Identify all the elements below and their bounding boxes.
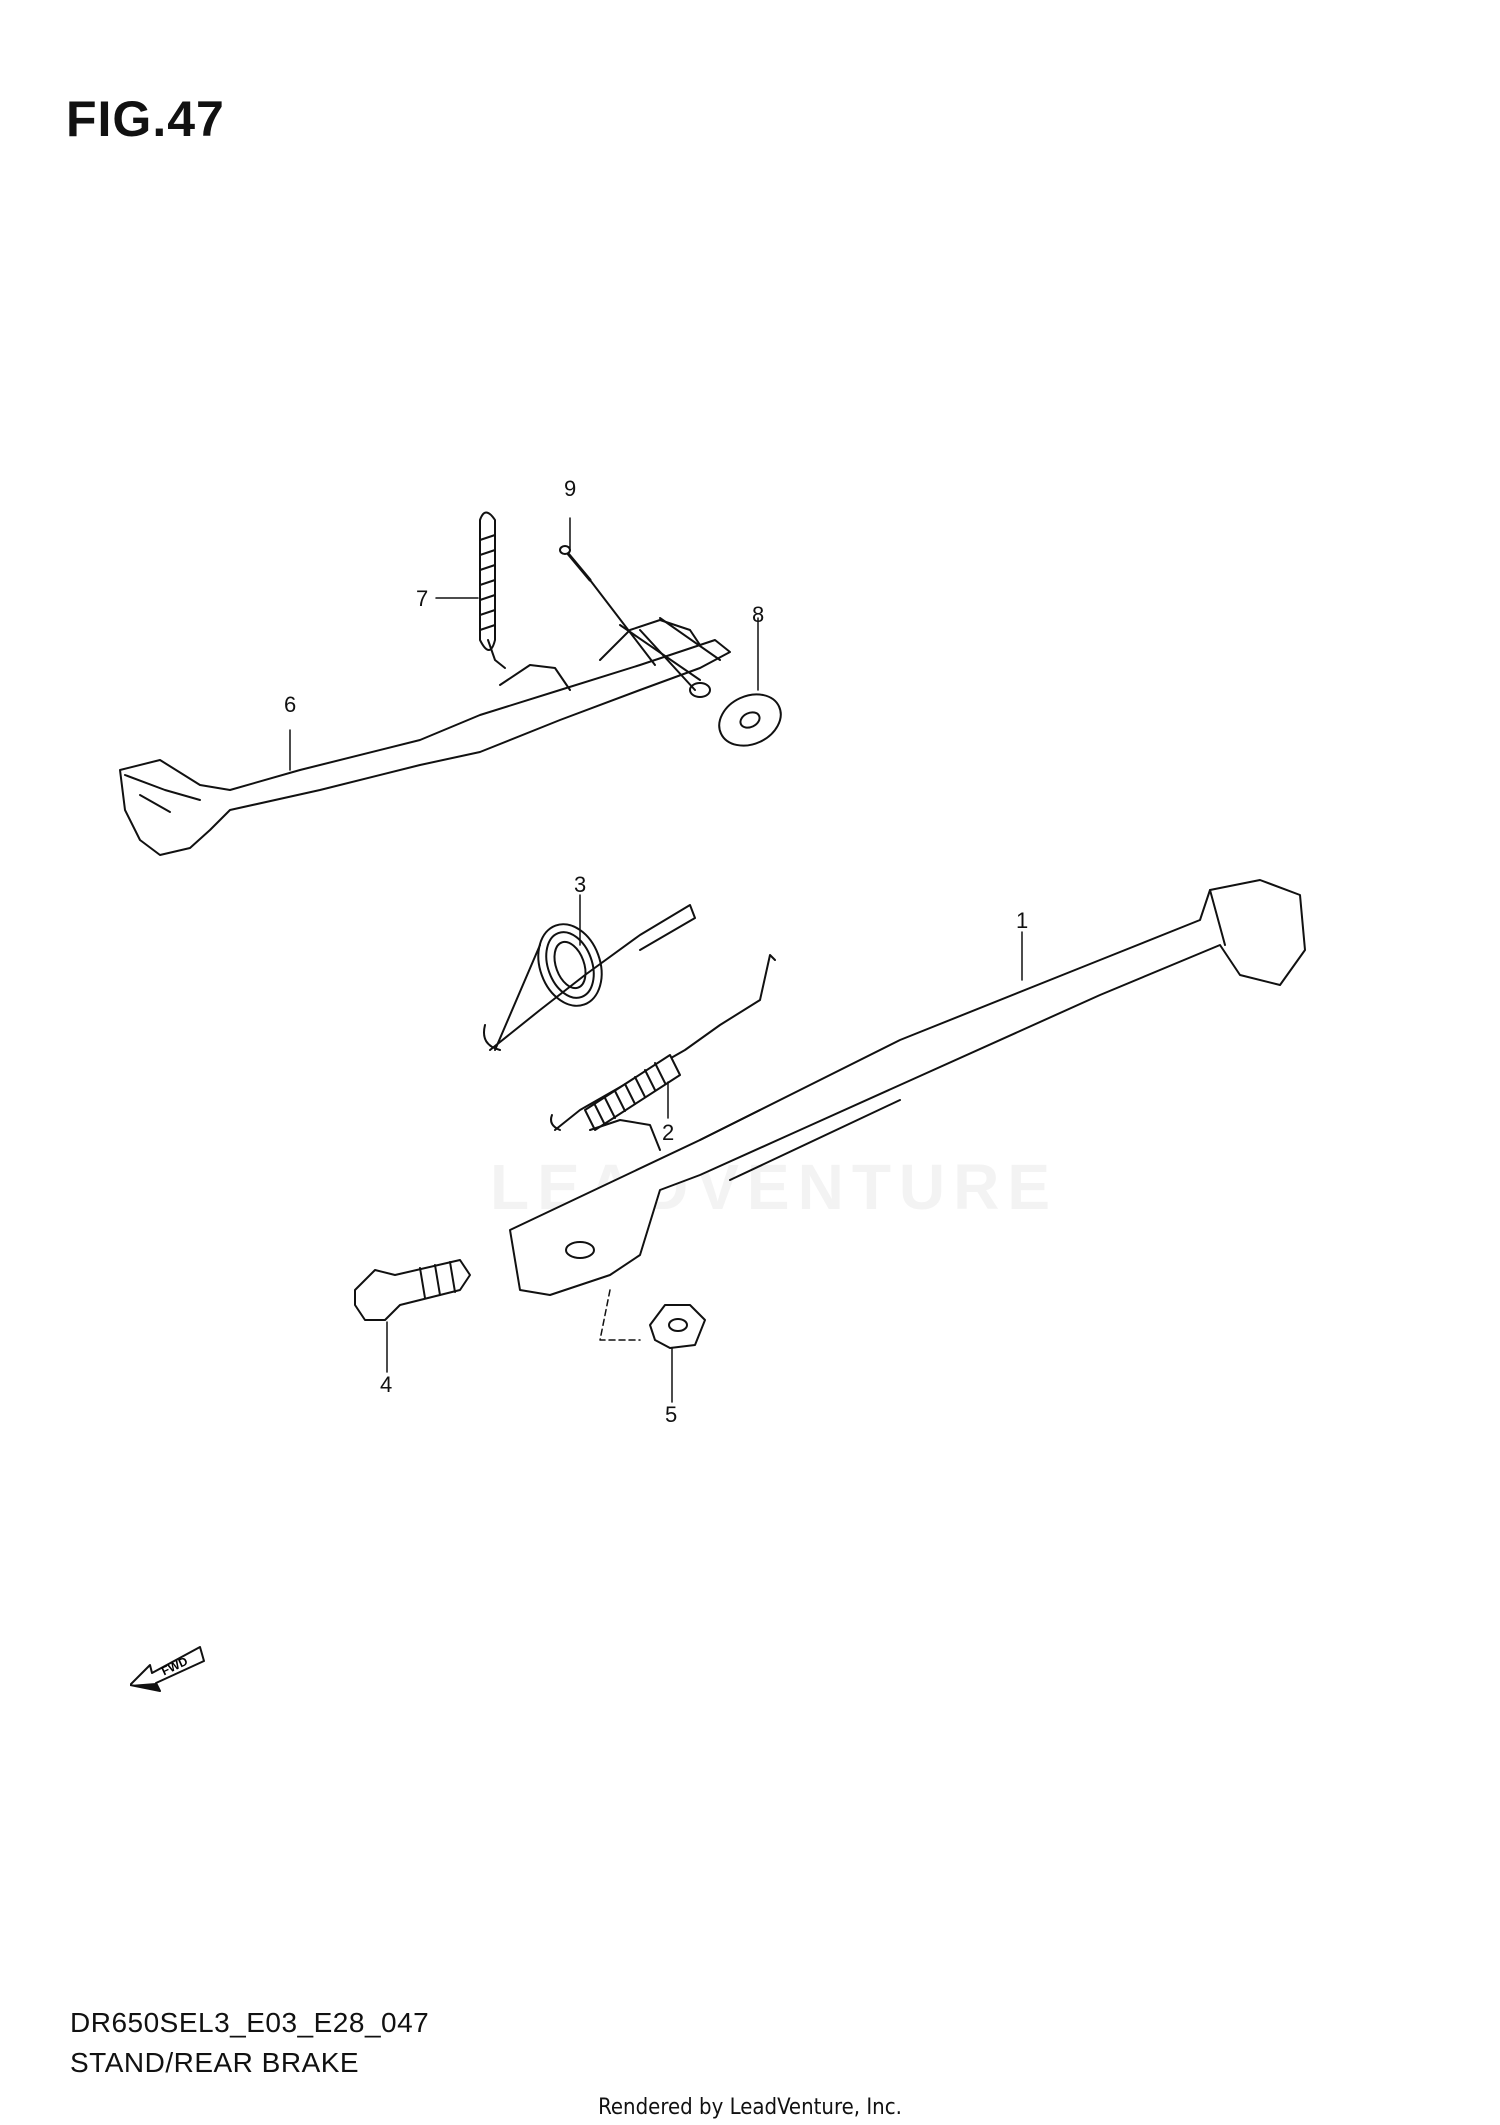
forward-arrow-icon: FWD — [130, 1646, 205, 1692]
callout-1: 1 — [1016, 908, 1028, 933]
callout-9: 9 — [564, 476, 576, 501]
callout-4: 4 — [380, 1372, 392, 1397]
brake-pedal-part — [119, 617, 731, 856]
callout-3: 3 — [574, 872, 586, 897]
return-spring-part — [479, 511, 506, 669]
pivot-bolt-part — [354, 1259, 471, 1321]
rendered-by-footer: Rendered by LeadVenture, Inc. — [598, 2095, 902, 2120]
torsion-spring-part — [483, 904, 696, 1051]
figure-title: FIG.47 — [66, 91, 225, 147]
callout-8: 8 — [752, 602, 764, 627]
nut-part — [649, 1304, 706, 1349]
callout-5: 5 — [665, 1402, 677, 1427]
stand-spring-part — [550, 954, 776, 1131]
callout-7: 7 — [416, 586, 428, 611]
washer-part — [718, 693, 782, 747]
side-stand-part — [509, 879, 1306, 1296]
callout-6: 6 — [284, 692, 296, 717]
model-code: DR650SEL3_E03_E28_047 — [70, 2007, 430, 2038]
figure-subtitle: STAND/REAR BRAKE — [70, 2047, 360, 2078]
cotter-pin-part — [559, 545, 656, 666]
callout-2: 2 — [662, 1120, 674, 1145]
